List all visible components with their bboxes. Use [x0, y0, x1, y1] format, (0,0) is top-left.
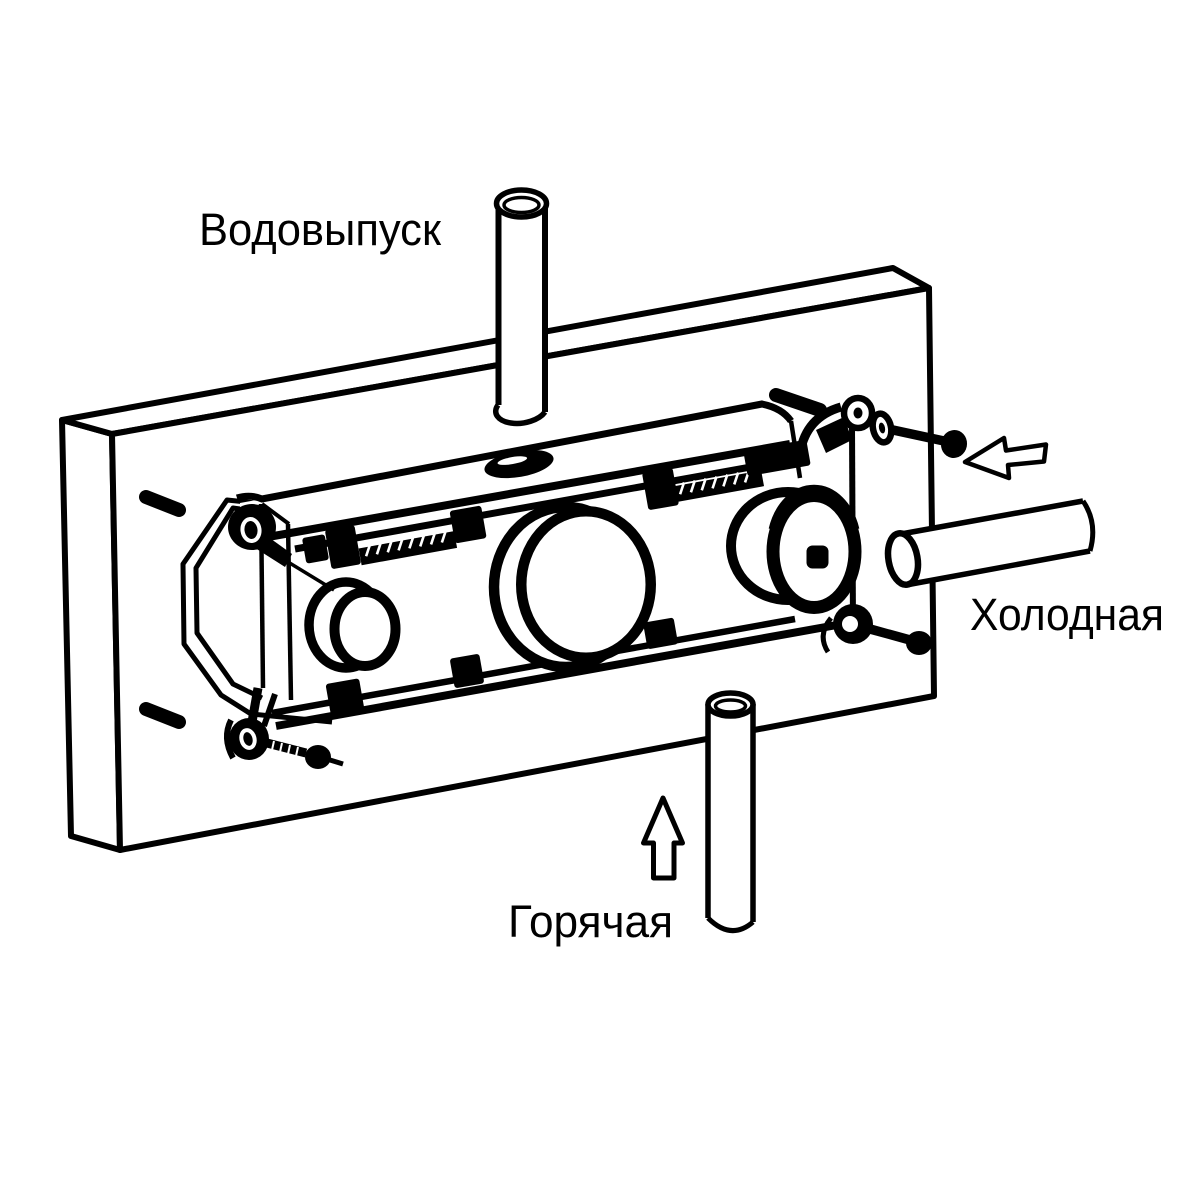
- svg-text:Холодная: Холодная: [970, 589, 1164, 640]
- svg-text:Горячая: Горячая: [508, 896, 673, 947]
- svg-text:Водовыпуск: Водовыпуск: [199, 204, 441, 255]
